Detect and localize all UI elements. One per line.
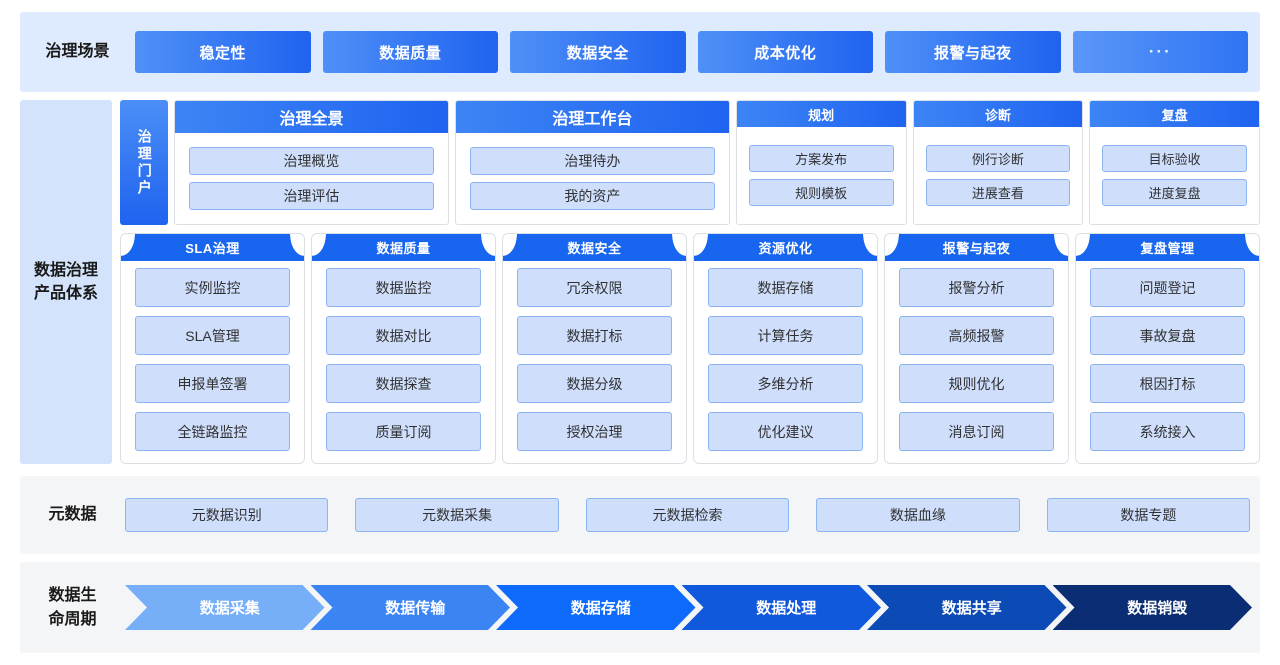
module-card-data-quality[interactable]: 数据质量 数据监控 数据对比 数据探查 质量订阅 — [311, 233, 496, 464]
lifecycle-row-label: 数据生 命周期 — [20, 562, 125, 653]
portal-chip-progress-review[interactable]: 进度复盘 — [1102, 179, 1247, 206]
module-chip-data-exploration[interactable]: 数据探查 — [326, 364, 481, 403]
metadata-chip-collection[interactable]: 元数据采集 — [355, 498, 559, 532]
metadata-chip-identification[interactable]: 元数据识别 — [125, 498, 329, 532]
module-chip-quality-subscription[interactable]: 质量订阅 — [326, 412, 481, 451]
lifecycle-stage-storage[interactable]: 数据存储 — [496, 585, 696, 630]
module-chip-multidimensional-analysis[interactable]: 多维分析 — [708, 364, 863, 403]
module-card-title: 数据质量 — [312, 234, 495, 261]
portal-card-governance-overview[interactable]: 治理全景 治理概览 治理评估 — [174, 100, 449, 225]
portal-card-title: 治理工作台 — [455, 101, 729, 133]
module-chip-optimization-advice[interactable]: 优化建议 — [708, 412, 863, 451]
scene-button-stability[interactable]: 稳定性 — [135, 31, 311, 73]
metadata-chip-retrieval[interactable]: 元数据检索 — [585, 498, 790, 532]
portal-chip-governance-assessment[interactable]: 治理评估 — [189, 182, 434, 210]
metadata-row-label: 元数据 — [20, 476, 125, 554]
portal-card-title: 诊断 — [913, 101, 1083, 127]
scene-button-data-quality[interactable]: 数据质量 — [322, 31, 498, 73]
metadata-row: 元数据 元数据识别 元数据采集 元数据检索 数据血缘 数据专题 — [20, 476, 1260, 554]
module-chip-redundant-permission[interactable]: 冗余权限 — [517, 268, 672, 307]
portal-chip-governance-summary[interactable]: 治理概览 — [189, 147, 434, 175]
scene-button-alarm-oncall[interactable]: 报警与起夜 — [885, 31, 1061, 73]
portal-chip-routine-diagnosis[interactable]: 例行诊断 — [925, 145, 1071, 172]
module-chip-data-classification[interactable]: 数据分级 — [517, 364, 672, 403]
lifecycle-stage-transmission[interactable]: 数据传输 — [311, 585, 511, 630]
module-chip-issue-registration[interactable]: 问题登记 — [1090, 268, 1245, 307]
module-card-title: 复盘管理 — [1076, 234, 1259, 261]
module-chip-sla-management[interactable]: SLA管理 — [135, 316, 290, 355]
module-card-review-management[interactable]: 复盘管理 问题登记 事故复盘 根因打标 系统接入 — [1075, 233, 1260, 464]
module-chip-data-storage[interactable]: 数据存储 — [708, 268, 863, 307]
metadata-chip-data-topic[interactable]: 数据专题 — [1046, 498, 1251, 532]
scene-button-data-security[interactable]: 数据安全 — [510, 31, 686, 73]
product-module-strip: SLA治理 实例监控 SLA管理 申报单签署 全链路监控 数据质量 数据监控 数… — [120, 233, 1260, 464]
governance-scene-label-text: 治理场景 — [45, 43, 110, 61]
portal-card-body: 治理待办 我的资产 — [456, 133, 729, 224]
module-card-data-security[interactable]: 数据安全 冗余权限 数据打标 数据分级 授权治理 — [502, 233, 687, 464]
module-card-title: 资源优化 — [694, 234, 877, 261]
module-chip-data-tagging[interactable]: 数据打标 — [517, 316, 672, 355]
module-chip-authorization-governance[interactable]: 授权治理 — [517, 412, 672, 451]
module-chip-data-monitor[interactable]: 数据监控 — [326, 268, 481, 307]
scene-button-more[interactable]: ··· — [1072, 31, 1248, 73]
module-chip-incident-review[interactable]: 事故复盘 — [1090, 316, 1245, 355]
module-card-alarm-oncall[interactable]: 报警与起夜 报警分析 高频报警 规则优化 消息订阅 — [884, 233, 1069, 464]
metadata-chip-list: 元数据识别 元数据采集 元数据检索 数据血缘 数据专题 — [125, 476, 1260, 554]
governance-portal-strip: 治理门户 治理全景 治理概览 治理评估 治理工作台 治理待办 我的资产 — [120, 100, 1260, 225]
lifecycle-stage-destruction[interactable]: 数据销毁 — [1053, 585, 1253, 630]
portal-card-body: 治理概览 治理评估 — [175, 133, 448, 224]
portal-chip-governance-todo[interactable]: 治理待办 — [469, 147, 715, 175]
module-card-title: 数据安全 — [503, 234, 686, 261]
portal-chip-my-assets[interactable]: 我的资产 — [469, 182, 715, 210]
module-chip-compute-task[interactable]: 计算任务 — [708, 316, 863, 355]
governance-scene-button-list: 稳定性 数据质量 数据安全 成本优化 报警与起夜 ··· — [135, 12, 1260, 92]
governance-scene-row: 治理场景 稳定性 数据质量 数据安全 成本优化 报警与起夜 ··· — [20, 12, 1260, 92]
lifecycle-label-line2: 命周期 — [48, 610, 97, 628]
portal-chip-goal-acceptance[interactable]: 目标验收 — [1102, 145, 1247, 172]
module-chip-rule-optimization[interactable]: 规则优化 — [899, 364, 1054, 403]
lifecycle-label-line1: 数据生 — [48, 587, 97, 605]
module-chip-instance-monitor[interactable]: 实例监控 — [135, 268, 290, 307]
lifecycle-stage-collection[interactable]: 数据采集 — [125, 585, 325, 630]
lifecycle-row: 数据生 命周期 数据采集 数据传输 数据存储 数据处理 数据共享 数据销毁 — [20, 562, 1260, 653]
portal-chip-plan-release[interactable]: 方案发布 — [748, 145, 894, 172]
portal-chip-progress-view[interactable]: 进展查看 — [925, 179, 1071, 206]
lifecycle-stage-list: 数据采集 数据传输 数据存储 数据处理 数据共享 数据销毁 — [125, 562, 1260, 653]
module-card-title: SLA治理 — [121, 234, 304, 261]
portal-chip-rule-template[interactable]: 规则模板 — [748, 179, 894, 206]
lifecycle-stage-processing[interactable]: 数据处理 — [682, 585, 882, 630]
product-system-label-line1: 数据治理 — [33, 261, 98, 279]
module-card-sla-governance[interactable]: SLA治理 实例监控 SLA管理 申报单签署 全链路监控 — [120, 233, 305, 464]
product-system-row: 数据治理 产品体系 治理门户 治理全景 治理概览 治理评估 治理工作台 治理待办 — [20, 100, 1260, 464]
module-card-resource-optimization[interactable]: 资源优化 数据存储 计算任务 多维分析 优化建议 — [693, 233, 878, 464]
portal-card-governance-workbench[interactable]: 治理工作台 治理待办 我的资产 — [454, 100, 730, 225]
product-system-content: 治理门户 治理全景 治理概览 治理评估 治理工作台 治理待办 我的资产 — [120, 100, 1260, 464]
lifecycle-stage-sharing[interactable]: 数据共享 — [867, 585, 1067, 630]
product-system-row-label: 数据治理 产品体系 — [20, 100, 112, 464]
metadata-chip-data-lineage[interactable]: 数据血缘 — [816, 498, 1020, 532]
portal-card-body: 目标验收 进度复盘 — [1090, 127, 1259, 224]
portal-card-planning[interactable]: 规划 方案发布 规则模板 — [735, 100, 907, 225]
portal-card-title: 规划 — [736, 101, 906, 127]
portal-card-title: 治理全景 — [175, 101, 448, 133]
portal-card-title: 复盘 — [1090, 101, 1259, 127]
module-chip-system-integration[interactable]: 系统接入 — [1090, 412, 1245, 451]
module-chip-alarm-analysis[interactable]: 报警分析 — [899, 268, 1054, 307]
module-chip-declaration-signing[interactable]: 申报单签署 — [135, 364, 290, 403]
portal-card-review[interactable]: 复盘 目标验收 进度复盘 — [1089, 100, 1260, 225]
module-card-title: 报警与起夜 — [885, 234, 1068, 261]
module-chip-message-subscription[interactable]: 消息订阅 — [899, 412, 1054, 451]
product-system-label-line2: 产品体系 — [33, 285, 98, 302]
portal-card-diagnosis[interactable]: 诊断 例行诊断 进展查看 — [912, 100, 1084, 225]
governance-portal-tag: 治理门户 — [120, 100, 168, 225]
module-chip-root-cause-tagging[interactable]: 根因打标 — [1090, 364, 1245, 403]
metadata-label-text: 元数据 — [48, 506, 97, 524]
module-chip-full-link-monitor[interactable]: 全链路监控 — [135, 412, 290, 451]
module-chip-high-frequency-alarm[interactable]: 高频报警 — [899, 316, 1054, 355]
scene-button-cost-optimization[interactable]: 成本优化 — [697, 31, 873, 73]
governance-scene-row-label: 治理场景 — [20, 12, 135, 92]
module-chip-data-comparison[interactable]: 数据对比 — [326, 316, 481, 355]
portal-card-body: 方案发布 规则模板 — [737, 127, 906, 224]
portal-card-body: 例行诊断 进展查看 — [914, 127, 1083, 224]
